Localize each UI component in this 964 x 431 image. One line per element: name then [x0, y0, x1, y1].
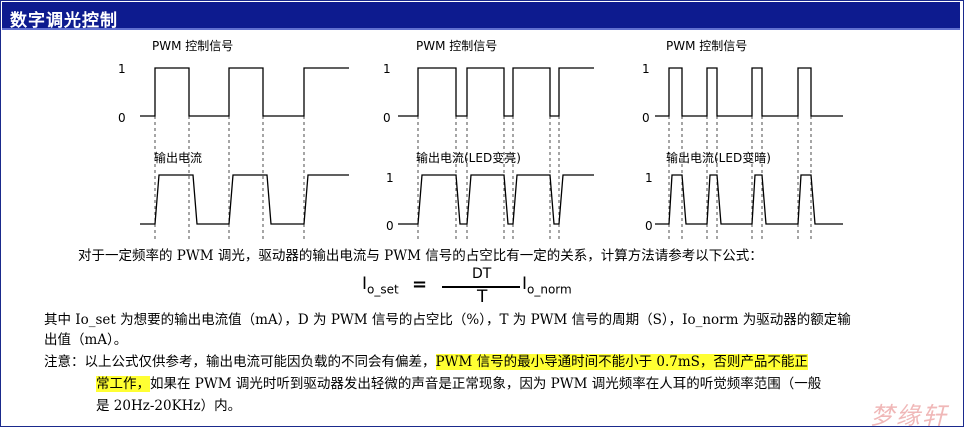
note-line-1: 注意：以上公式仅供参考，输出电流可能因负载的不同会有偏差，PWM 信号的最小导通… [44, 352, 808, 372]
panel-2-out-high-label: 1 [386, 171, 394, 185]
panel-3-pwm-low-label: 0 [642, 111, 650, 125]
intro-text: 对于一定频率的 PWM 调光，驱动器的输出电流与 PWM 信号的占空比有一定的关… [78, 248, 763, 264]
formula-fraction-bar [442, 286, 520, 288]
formula-denominator: T [477, 287, 488, 307]
panel-1: PWM 控制信号 1 0 输出电流 [118, 39, 349, 242]
panel-3-pwm-high-label: 1 [642, 62, 650, 76]
panel-3-pwm-waveform [655, 67, 843, 117]
header-rule [2, 28, 960, 30]
panel-1-output-label: 输出电流 [154, 150, 202, 165]
duty-cycle-formula: Io_set = DT T Io_norm [362, 266, 602, 308]
explain-line-2: 出值（mA）。 [44, 332, 128, 348]
note-line-2: 常工作，如果在 PWM 调光时听到驱动器发出轻微的声音是正常现象，因为 PWM … [96, 374, 821, 394]
panel-3: PWM 控制信号 1 0 输出电流(LED变暗) 1 0 [642, 39, 843, 242]
panel-1-output-waveform [140, 174, 349, 225]
panel-3-pwm-label: PWM 控制信号 [666, 39, 747, 53]
formula-rhs: Io_norm [522, 274, 572, 297]
panel-2-out-low-label: 0 [386, 219, 394, 233]
panel-2: PWM 控制信号 1 0 输出电流(LED变亮) 1 0 [383, 39, 594, 242]
panel-1-pwm-label: PWM 控制信号 [152, 39, 233, 53]
panel-3-output-label: 输出电流(LED变暗) [666, 150, 771, 165]
note-line-3: 是 20Hz-20KHz）内。 [96, 398, 242, 414]
panel-2-pwm-label: PWM 控制信号 [416, 39, 497, 53]
panel-2-pwm-low-label: 0 [383, 111, 391, 125]
panel-1-pwm-waveform [140, 67, 349, 117]
formula-lhs: Io_set [362, 274, 399, 297]
panel-2-pwm-high-label: 1 [383, 62, 391, 76]
panel-3-out-low-label: 0 [645, 219, 653, 233]
note-highlight-1: PWM 信号的最小导通时间不能小于 0.7mS，否则产品不能正 [435, 354, 808, 370]
panel-3-out-high-label: 1 [645, 171, 653, 185]
section-header: 数字调光控制 [2, 2, 960, 31]
panel-2-output-waveform [398, 174, 594, 225]
formula-numerator: DT [472, 266, 492, 282]
formula-equals: = [412, 274, 428, 295]
note-prefix: 注意：以上公式仅供参考，输出电流可能因负载的不同会有偏差， [44, 354, 436, 370]
note-highlight-2: 常工作， [96, 376, 150, 392]
watermark: 梦缘轩 [870, 402, 948, 430]
pwm-waveform-diagram: PWM 控制信号 1 0 输出电流 PWM 控制信号 1 0 输出电流(LED变… [118, 39, 843, 242]
panel-3-output-waveform [655, 174, 843, 225]
explain-line-1: 其中 Io_set 为想要的输出电流值（mA），D 为 PWM 信号的占空比（%… [44, 312, 851, 328]
panel-2-output-label: 输出电流(LED变亮) [416, 150, 521, 165]
section-title: 数字调光控制 [10, 11, 118, 31]
panel-1-pwm-high-label: 1 [118, 62, 126, 76]
note-rest-2: 如果在 PWM 调光时听到驱动器发出轻微的声音是正常现象，因为 PWM 调光频率… [150, 376, 822, 392]
panel-2-pwm-waveform [398, 67, 594, 117]
panel-1-pwm-low-label: 0 [118, 111, 126, 125]
